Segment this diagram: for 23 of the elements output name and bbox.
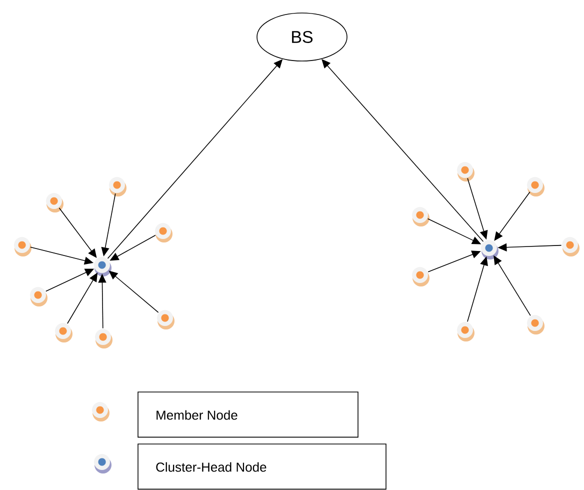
sensor-node [14, 237, 32, 256]
cluster-head-node [94, 257, 112, 276]
sensor-node [95, 329, 112, 348]
sensor-node [55, 323, 72, 342]
arrow [494, 192, 530, 241]
cluster-head-node [481, 240, 498, 260]
sensor-node [562, 237, 580, 256]
sensor-node [412, 267, 430, 286]
sensor-node [412, 207, 430, 226]
sensor-node [109, 177, 126, 196]
sensor-node [30, 287, 48, 306]
sensor-node [46, 193, 64, 212]
arrow [58, 208, 97, 258]
legend-box: Member Node [138, 392, 358, 438]
legend-box: Cluster-Head Node [138, 444, 386, 490]
sensor-node [155, 223, 172, 242]
sensor-node [527, 177, 544, 196]
sensor-node [157, 310, 174, 330]
arrow [322, 59, 484, 242]
sensor-node [457, 322, 474, 342]
sensor-node [527, 314, 544, 334]
ellipse-node: BS [256, 12, 348, 62]
sensor-node [457, 162, 474, 182]
